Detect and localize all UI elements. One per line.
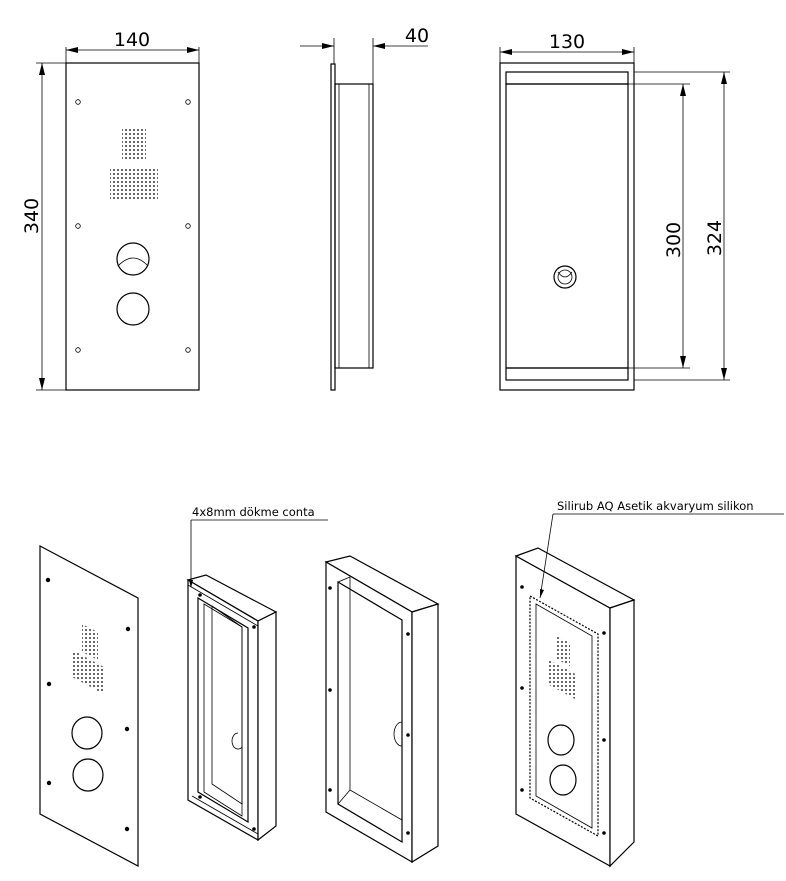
iso-box-front <box>325 560 413 864</box>
speaker-grill-large <box>110 167 158 199</box>
button-hole <box>116 292 150 326</box>
front-height-label: 340 <box>21 198 43 234</box>
iso-panel-face <box>39 545 139 867</box>
screw-hole <box>75 223 81 229</box>
iso-gasket-frame: 4x8mm dökme conta <box>186 505 328 842</box>
back-box-top-flange <box>505 71 629 85</box>
iso-frame-side <box>257 611 277 842</box>
iso-box-side <box>411 603 439 864</box>
iso-back-box <box>324 555 440 864</box>
back-inner-height-label: 300 <box>663 222 685 258</box>
camera-lens-arc <box>117 257 149 267</box>
iso-button-hole <box>72 758 104 792</box>
front-view: 140 340 <box>21 29 200 391</box>
side-panel-plate <box>330 63 336 391</box>
screw-hole <box>185 347 191 353</box>
back-view: 130 300 324 <box>499 31 730 391</box>
back-width-label: 130 <box>549 31 585 53</box>
iso-silicone-bead <box>529 594 599 838</box>
front-panel-outline <box>65 62 200 391</box>
side-view: 40 <box>300 25 429 391</box>
screw-hole <box>75 347 81 353</box>
side-depth-label: 40 <box>405 25 429 47</box>
back-cable-hole <box>553 265 577 289</box>
back-box-bottom-flange <box>505 367 629 381</box>
iso-speaker-grill-small <box>82 624 98 660</box>
back-panel-outline <box>499 62 635 391</box>
iso-front-panel <box>39 545 139 867</box>
back-outer-height-label: 324 <box>704 220 726 256</box>
gasket-callout-label: 4x8mm dökme conta <box>192 505 315 519</box>
screw-hole <box>185 99 191 105</box>
camera-hole <box>116 242 150 276</box>
front-width-label: 140 <box>114 29 150 51</box>
iso-speaker-grill-large <box>72 650 104 694</box>
screw-hole <box>75 99 81 105</box>
side-box-body <box>334 83 374 369</box>
speaker-grill-small <box>122 128 146 160</box>
silicone-callout-label: Silirub AQ Asetik akvaryum silikon <box>557 499 754 513</box>
iso-camera-hole <box>71 716 103 750</box>
iso-assembled-side <box>609 599 635 868</box>
iso-assembled: Silirub AQ Asetik akvaryum silikon <box>514 499 784 868</box>
back-box-body <box>505 83 629 369</box>
screw-hole <box>185 223 191 229</box>
